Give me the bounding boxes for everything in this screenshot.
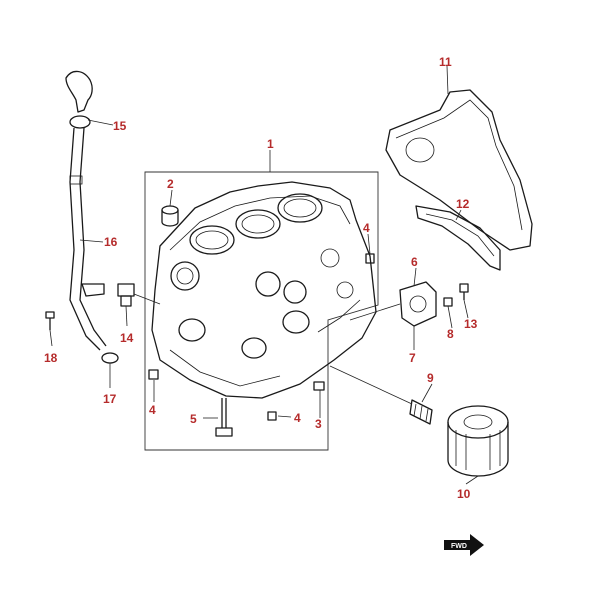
- fwd-arrow-icon: FWD: [444, 534, 484, 556]
- dipstick-handle: [65, 70, 93, 129]
- callout-14: 14: [120, 331, 134, 345]
- callout-1: 1: [267, 137, 274, 151]
- gasket-11: [385, 89, 533, 251]
- callout-4-left: 4: [149, 403, 156, 417]
- callout-5: 5: [190, 412, 197, 426]
- callout-3: 3: [315, 417, 322, 431]
- bolt-8: [443, 297, 453, 307]
- dipstick-guide-tube: [69, 127, 107, 351]
- bolt-13: [459, 283, 469, 300]
- callout-9: 9: [427, 371, 434, 385]
- sensor-14: [117, 283, 135, 307]
- callout-16: 16: [104, 235, 118, 249]
- callout-4-bottom: 4: [294, 411, 301, 425]
- union-9: [409, 399, 433, 425]
- assembly-frame: [144, 171, 379, 451]
- callout-7: 7: [409, 351, 416, 365]
- oil-filter: [447, 405, 509, 477]
- callout-8: 8: [447, 327, 454, 341]
- callout-6: 6: [411, 255, 418, 269]
- callout-17: 17: [103, 392, 117, 406]
- dowel-4-left: [148, 369, 159, 380]
- oring-17: [101, 352, 119, 364]
- callout-18: 18: [44, 351, 58, 365]
- cover-6-7: [399, 281, 437, 327]
- seal-12: [415, 205, 501, 271]
- callout-11: 11: [439, 55, 452, 69]
- fwd-label: FWD: [451, 543, 467, 550]
- dowel-4-bottom: [267, 411, 277, 421]
- callout-labels: 1 2 3 4 4 4 5 6 7 8 9 10 11 12 13 14 15 …: [44, 55, 478, 501]
- callout-13: 13: [464, 317, 478, 331]
- callout-4-top: 4: [363, 221, 370, 235]
- bolt-5: [215, 398, 233, 437]
- callout-12: 12: [456, 197, 470, 211]
- callout-2: 2: [167, 177, 174, 191]
- callout-15: 15: [113, 119, 127, 133]
- bolt-18: [45, 311, 55, 330]
- leader-lines: [49, 65, 479, 485]
- cylinder-block: [151, 181, 377, 399]
- plug-3: [313, 381, 325, 391]
- plug-2: [161, 205, 179, 227]
- callout-10: 10: [457, 487, 471, 501]
